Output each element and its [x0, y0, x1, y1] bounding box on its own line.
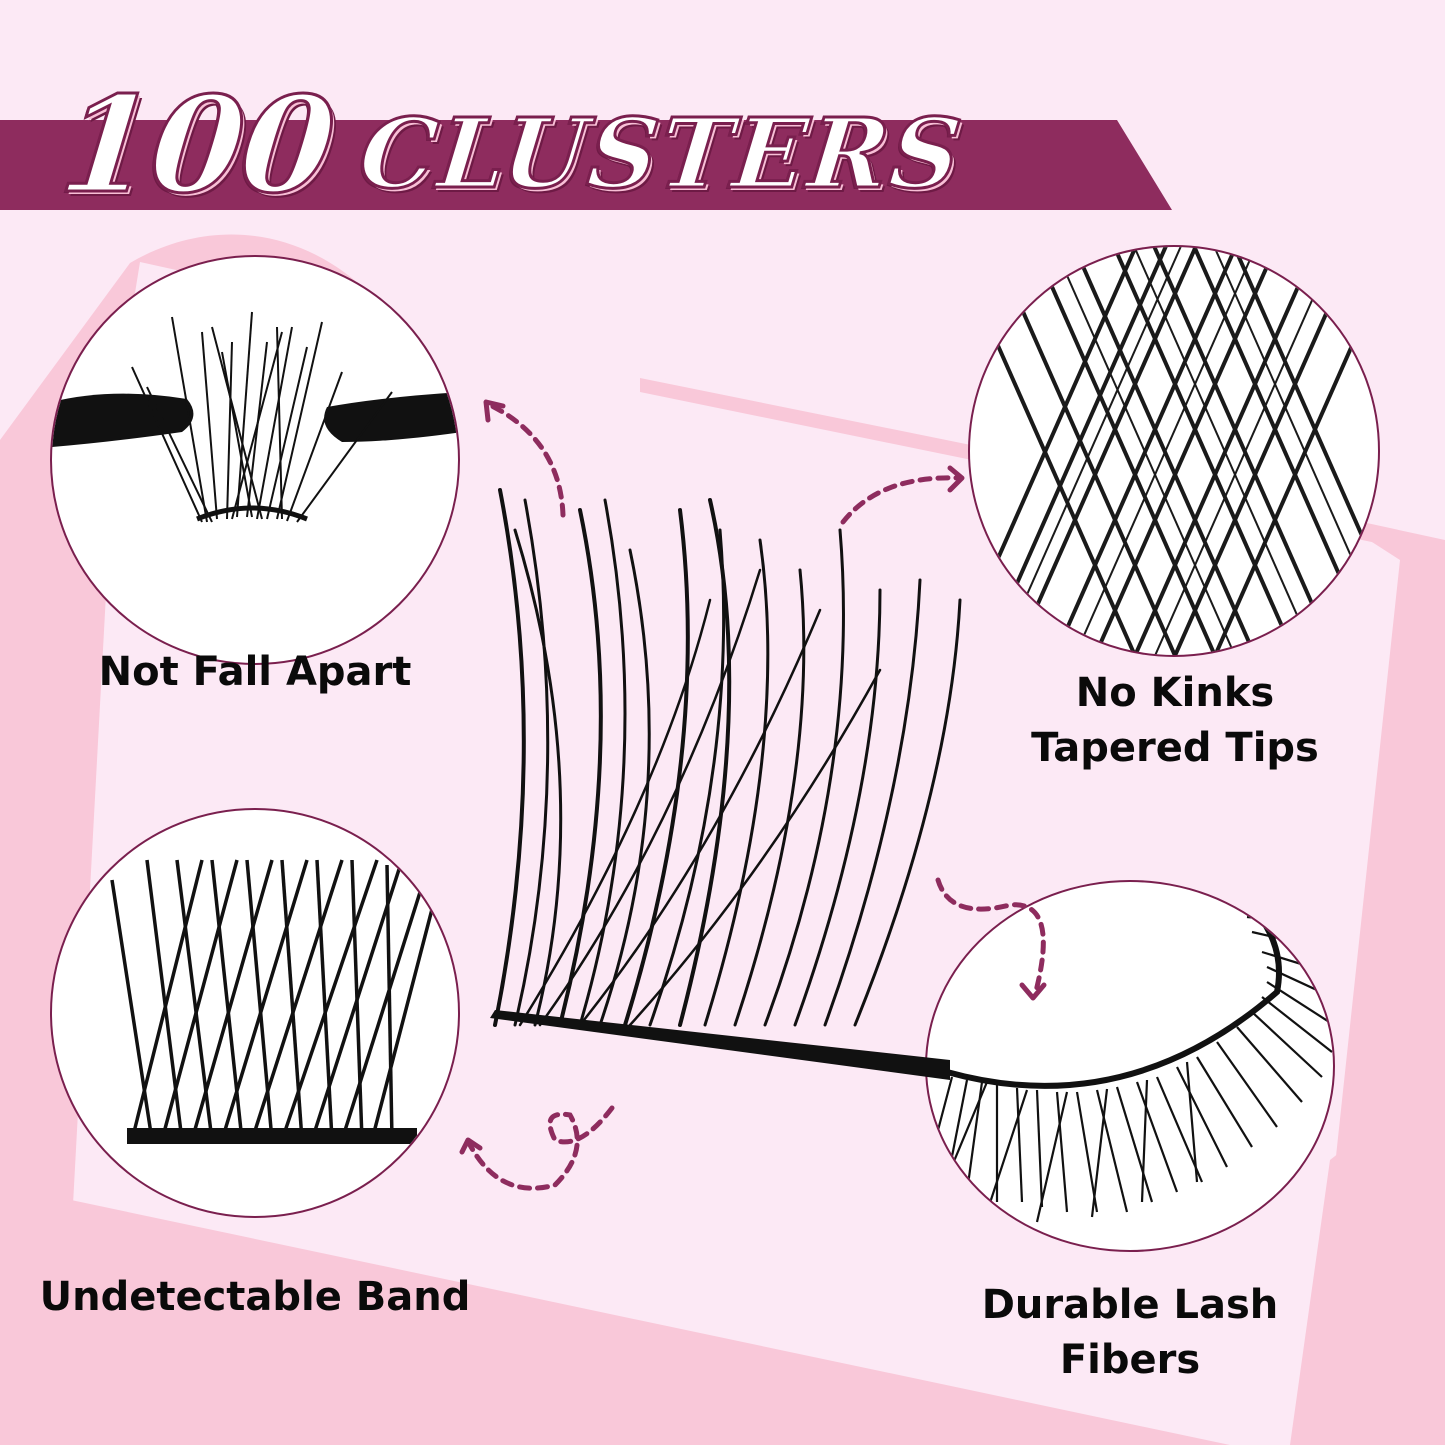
feature-image-no-kinks: [968, 245, 1380, 657]
banner-title: 100 CLUSTERS: [52, 52, 969, 225]
feature-image-durable-fibers: [925, 880, 1335, 1252]
strip-lash-icon: [927, 899, 1333, 1223]
lash-band-icon: [110, 859, 439, 1144]
feature-image-not-fall-apart: [50, 255, 460, 665]
feature-label-no-kinks: No Kinks Tapered Tips: [1031, 670, 1319, 771]
title-number: 100: [52, 67, 341, 225]
crisscross-fibers-icon: [970, 247, 1378, 655]
title-word: CLUSTERS: [353, 96, 969, 212]
center-lash-cluster-image: [490, 488, 962, 1080]
feature-label-not-fall-apart: Not Fall Apart: [98, 649, 412, 695]
feature-image-undetectable-band: [50, 808, 460, 1218]
tweezers-lash-icon: [52, 311, 458, 523]
feature-label-undetectable-band: Undetectable Band: [39, 1274, 471, 1320]
feature-label-durable-fibers: Durable Lash Fibers: [981, 1282, 1279, 1383]
